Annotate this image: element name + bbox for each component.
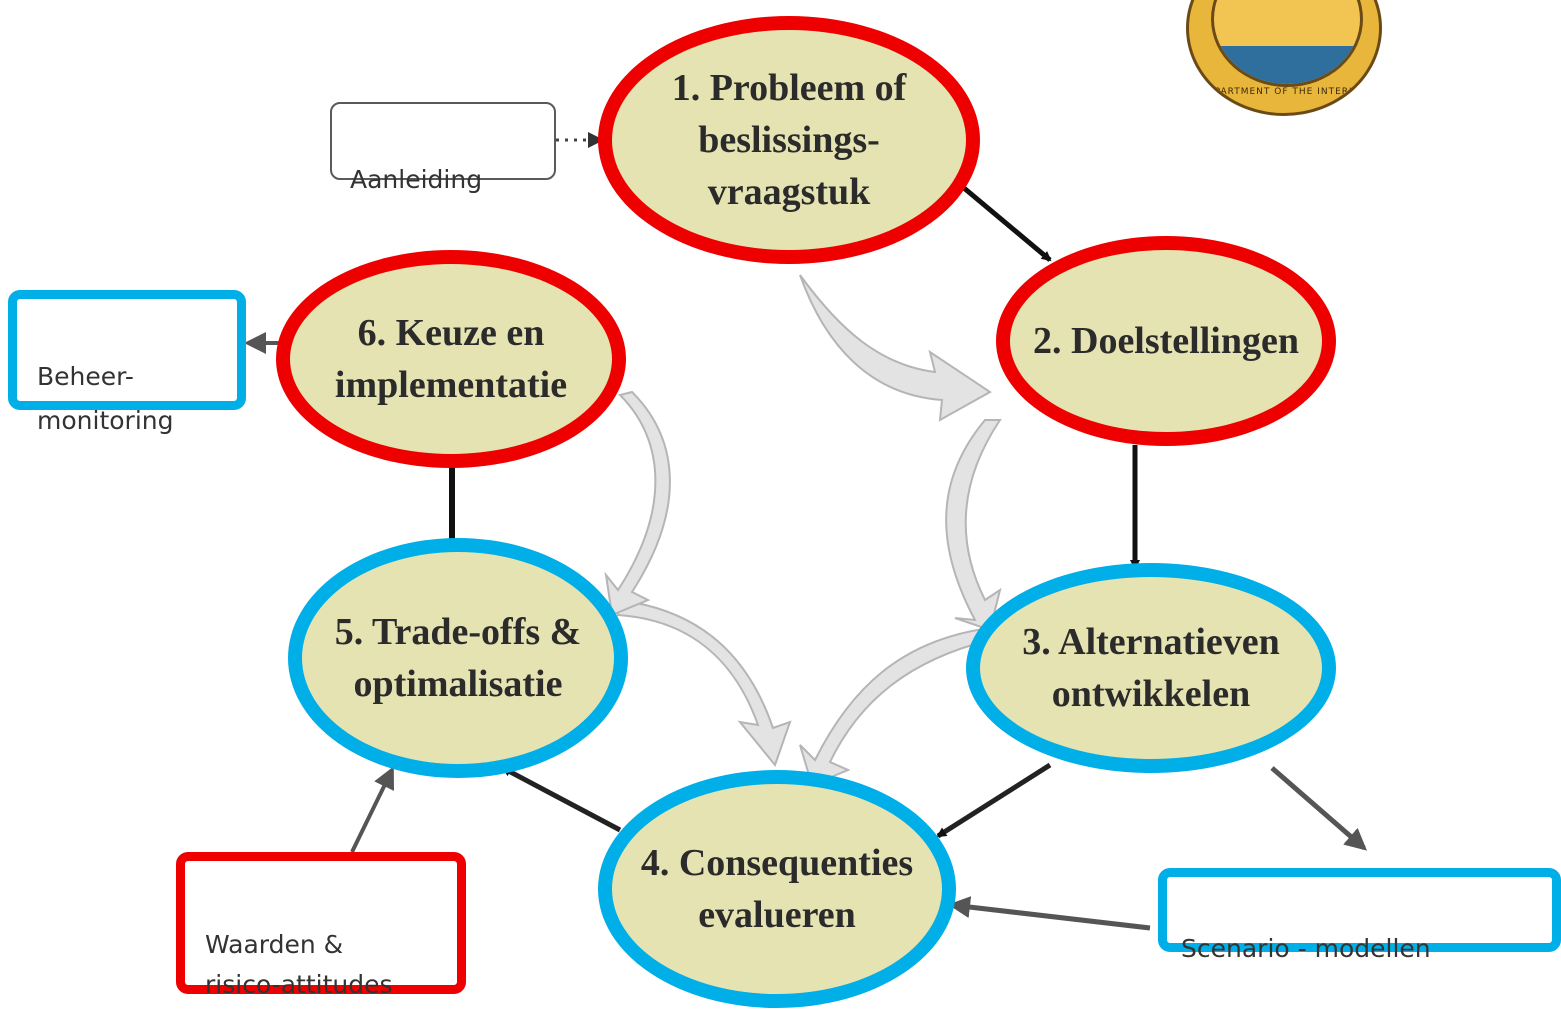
bg-arrow-5-6 (604, 390, 671, 617)
box-waarden-label: Waarden & risico-attitudes (205, 930, 393, 999)
node-1-label: 1. Probleem of beslissings- vraagstuk (671, 67, 907, 213)
arrow-3-to-scenario (1270, 766, 1368, 851)
arrow-waarden-to-5 (350, 766, 394, 853)
node-3-alternatieven: 3. Alternatieven ontwikkelen (966, 563, 1336, 773)
node-2-doelstellingen: 2. Doelstellingen (996, 236, 1336, 446)
node-4-label: 4. Consequenties evalueren (640, 842, 914, 936)
node-5-label: 5. Trade-offs & optimalisatie (334, 611, 582, 705)
node-4-consequenties: 4. Consequenties evalueren (598, 770, 956, 1008)
arrow-scenario-to-4 (948, 896, 1151, 931)
box-waarden: Waarden & risico-attitudes (176, 852, 466, 999)
node-3-label: 3. Alternatieven ontwikkelen (1022, 621, 1280, 715)
background-cycle-arrows (604, 274, 1002, 787)
node-5-trade-offs: 5. Trade-offs & optimalisatie (288, 538, 628, 778)
node-2-label: 2. Doelstellingen (1033, 320, 1299, 362)
bg-arrow-1-2 (799, 274, 992, 422)
box-beheer-label: Beheer- monitoring (37, 362, 174, 435)
bg-arrow-5-4 (617, 598, 792, 768)
box-scenario-label: Scenario - modellen (1181, 934, 1431, 963)
seal-inner (1211, 0, 1363, 87)
box-aanleiding: Aanleiding (330, 102, 556, 194)
arrow-1-to-2 (950, 176, 1052, 262)
department-seal: DEPARTMENT OF THE INTERIOR (1186, 0, 1382, 116)
node-6-label: 6. Keuze en implementatie (334, 312, 568, 406)
bg-arrow-3-4 (799, 626, 991, 787)
box-scenario-modellen: Scenario - modellen (1158, 868, 1561, 963)
box-aanleiding-label: Aanleiding (350, 165, 483, 194)
arrow-4-to-5 (501, 765, 622, 833)
box-beheermonitoring: Beheer- monitoring (8, 290, 246, 435)
seal-water (1214, 46, 1360, 84)
bg-arrow-2-3 (945, 419, 1002, 632)
seal-ring-text: DEPARTMENT OF THE INTERIOR (1199, 87, 1368, 97)
cycle-connectors (447, 176, 1140, 839)
node-6-keuze: 6. Keuze en implementatie (276, 250, 626, 468)
node-1-probleem: 1. Probleem of beslissings- vraagstuk (598, 16, 980, 264)
arrow-3-to-4 (936, 762, 1052, 839)
